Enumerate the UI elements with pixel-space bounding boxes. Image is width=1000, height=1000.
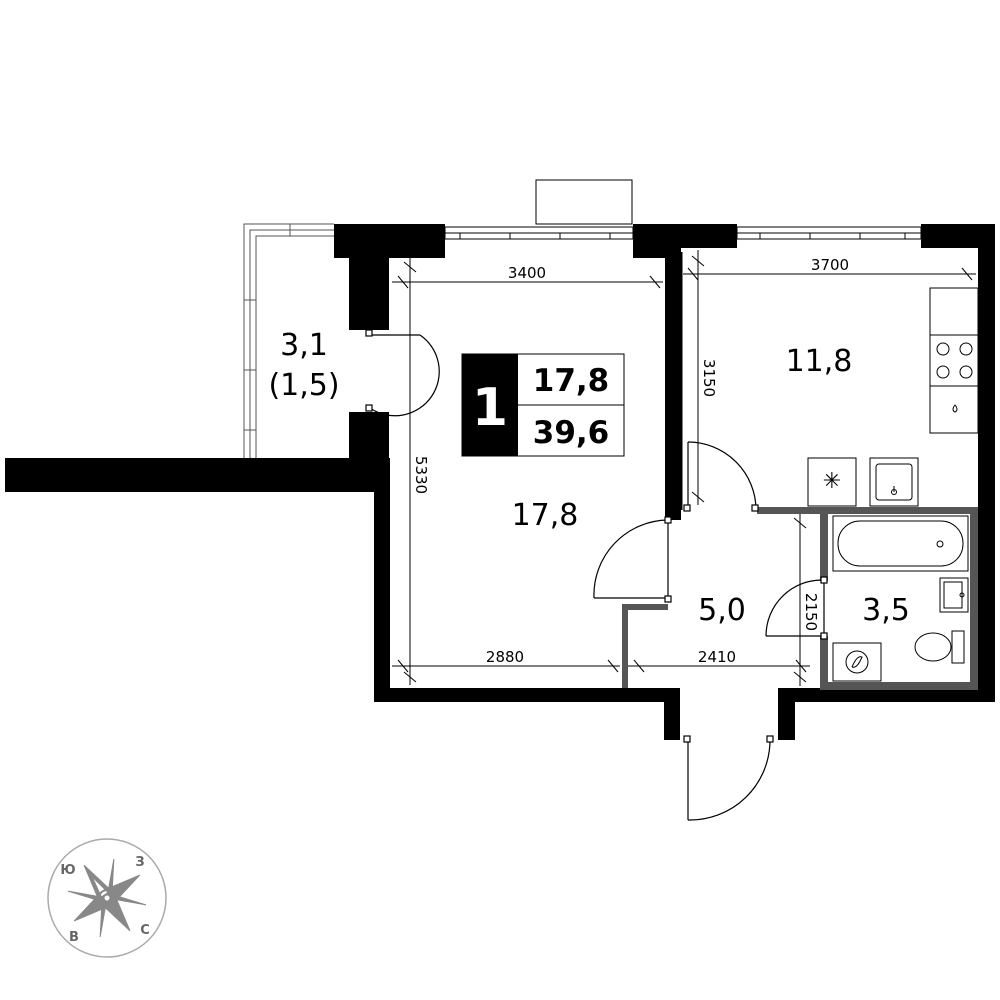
living-area-value: 17,8	[533, 363, 610, 399]
rooms-count: 1	[472, 378, 508, 438]
kitchen-area-label: 11,8	[786, 344, 853, 379]
hall-partition-horizontal	[622, 604, 668, 610]
bathroom-wall-top	[757, 507, 978, 514]
bottom-wall-right	[778, 688, 995, 702]
balcony-door-hinge-top	[365, 329, 373, 337]
compass-rose-icon	[67, 858, 147, 938]
total-area-value: 39,6	[533, 415, 610, 451]
dim-living-depth: 5330	[412, 456, 430, 494]
hall-area-label: 5,0	[698, 593, 746, 628]
bathtub	[832, 515, 969, 572]
balcony-reduced-area-label: (1,5)	[268, 368, 339, 403]
ventilation-box	[535, 179, 633, 225]
balcony-area-label: 3,1	[280, 328, 328, 363]
kitchen-right-wall	[978, 224, 995, 702]
compass-north-label: С	[140, 923, 150, 938]
balcony-door-hinge-bottom	[365, 404, 373, 412]
dim-bathroom-depth: 2150	[802, 593, 820, 631]
bathroom-wall-right	[970, 507, 978, 688]
dimension-lines	[392, 250, 976, 686]
exterior-stub-wall	[5, 458, 390, 492]
stove-icon	[936, 342, 973, 379]
summary-badge: 1 17,8 39,6	[461, 353, 625, 457]
fridge-icon: ✳	[823, 469, 841, 494]
hall-partition	[622, 604, 668, 688]
bathroom-wall-left-bottom	[820, 636, 828, 688]
washing-machine	[832, 642, 882, 682]
walls	[5, 224, 995, 740]
balcony-jamb-top	[349, 258, 389, 330]
kitchen-window	[736, 226, 922, 240]
bathroom-sink	[939, 577, 969, 613]
living-door-swing	[593, 519, 669, 599]
entrance-jamb-left	[664, 700, 680, 740]
compass: Ю З В С	[47, 838, 167, 958]
kitchen-door-swing	[687, 441, 757, 511]
dim-kitchen-depth: 3150	[700, 359, 718, 397]
bathroom-wall-bottom	[820, 682, 978, 690]
bathroom-door-swing	[765, 579, 825, 637]
kitchen-furniture	[807, 287, 979, 507]
living-room-area-label: 17,8	[512, 498, 579, 533]
kitchen-sink	[869, 457, 919, 507]
dim-hall-width: 2410	[698, 648, 736, 666]
balcony-jamb-bottom	[349, 412, 389, 458]
compass-west-label: З	[135, 855, 144, 870]
bathroom-walls	[757, 507, 978, 690]
bathroom-area-label: 3,5	[862, 593, 910, 628]
rooms-count-box	[462, 354, 518, 456]
living-window	[444, 226, 634, 240]
balcony-outline	[243, 223, 334, 458]
hall-partition-vertical	[622, 604, 628, 688]
bottom-wall-left	[374, 688, 680, 702]
dim-living-width-top: 3400	[508, 264, 546, 282]
doors	[365, 329, 828, 821]
living-left-wall	[374, 458, 390, 702]
bathroom-fixtures	[832, 515, 969, 682]
partition-living-kitchen	[665, 248, 681, 520]
living-top-wall-left	[334, 224, 445, 258]
compass-east-label: В	[69, 930, 79, 945]
dim-living-width-bottom: 2880	[486, 648, 524, 666]
bathroom-wall-left-top	[820, 507, 828, 581]
fridge	[807, 457, 857, 507]
toilet-icon	[914, 630, 965, 664]
compass-south-label: Ю	[60, 863, 75, 878]
balcony-door-swing	[369, 334, 440, 417]
dim-kitchen-width: 3700	[811, 256, 849, 274]
oven-knob-icon	[952, 404, 958, 413]
kitchen-top-wall-left	[681, 224, 737, 248]
kitchen-counter	[929, 287, 979, 434]
entrance-jamb-right	[778, 700, 795, 740]
entrance-door-swing	[687, 739, 771, 821]
